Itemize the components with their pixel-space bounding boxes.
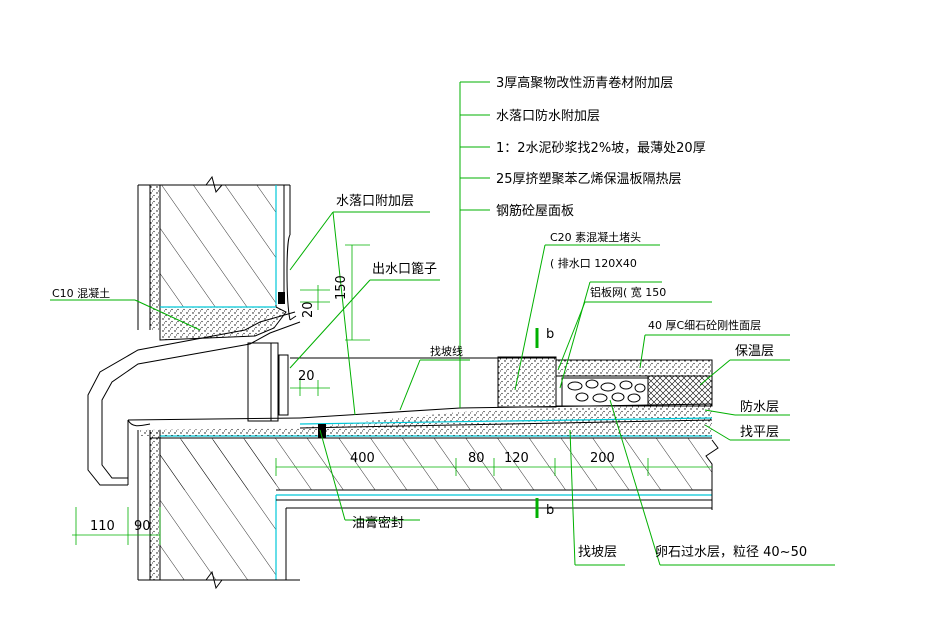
label-xps-insulation: 25厚挤塑聚苯乙烯保温板隔热层	[496, 172, 682, 187]
dim-80: 80	[468, 451, 485, 466]
dim-vertical-20: 20	[300, 285, 330, 318]
label-drain-outlet: ( 排水口 120X40	[550, 256, 637, 270]
label-rc-roof-slab: 钢筋砼屋面板	[496, 203, 574, 219]
label-waterproof: 防水层	[740, 399, 779, 415]
outlet-spout	[87, 311, 301, 486]
label-c10-concrete: C10 混凝土	[52, 286, 110, 300]
layer-stack-labels: 3厚高聚物改性沥青卷材附加层 水落口防水附加层 1：2水泥砂浆找2%坡，最薄处2…	[496, 75, 706, 219]
c20-concrete-cap	[497, 356, 557, 408]
slope-screed	[127, 403, 713, 438]
label-outlet-pipe: 出水口篦子	[372, 262, 437, 277]
dim-150: 150	[334, 275, 349, 300]
label-slope-layer: 找坡层	[578, 545, 617, 560]
label-mortar-slope: 1：2水泥砂浆找2%坡，最薄处20厚	[496, 141, 706, 156]
dim-120: 120	[504, 451, 529, 466]
dim-horizontal-20: 20	[290, 369, 330, 396]
label-membrane-extra: 3厚高聚物改性沥青卷材附加层	[496, 75, 673, 91]
dim-20-vertical: 20	[301, 301, 316, 318]
label-aluminum-mesh: 铝板网( 宽 150	[590, 285, 666, 299]
dim-20-horizontal: 20	[298, 369, 315, 384]
dim-horizontal-bottom: 400 80 120 200	[275, 451, 712, 476]
label-outlet-extra-layer: 水落口附加层	[336, 194, 414, 209]
dim-200: 200	[590, 451, 615, 466]
label-outlet-waterproof-extra: 水落口防水附加层	[496, 108, 600, 124]
label-asphalt-seal: 油膏密封	[352, 515, 404, 531]
dim-110: 110	[90, 519, 115, 534]
parapet-wall	[137, 175, 291, 330]
dim-vertical-150: 150	[334, 244, 370, 341]
section-mark-bottom: b	[546, 503, 554, 518]
label-leveling: 找平层	[740, 425, 779, 440]
label-pebble-filter: 卵石过水层，粒径 40~50	[655, 545, 807, 560]
label-rigid-surface: 40 厚C细石砼刚性面层	[648, 318, 761, 332]
dim-400: 400	[350, 451, 375, 466]
right-layer-stack	[555, 359, 713, 407]
pebble-fill	[567, 379, 646, 403]
label-insulation: 保温层	[735, 344, 774, 359]
dim-wall-base: 110 90	[72, 507, 161, 545]
dim-90: 90	[134, 519, 151, 534]
label-c20-cap: C20 素混凝土堵头	[550, 230, 641, 244]
outlet-grate	[247, 342, 289, 422]
label-slope-line: 找坡线	[430, 344, 463, 358]
leader-lines	[50, 81, 835, 566]
section-mark-top: b	[546, 327, 554, 342]
